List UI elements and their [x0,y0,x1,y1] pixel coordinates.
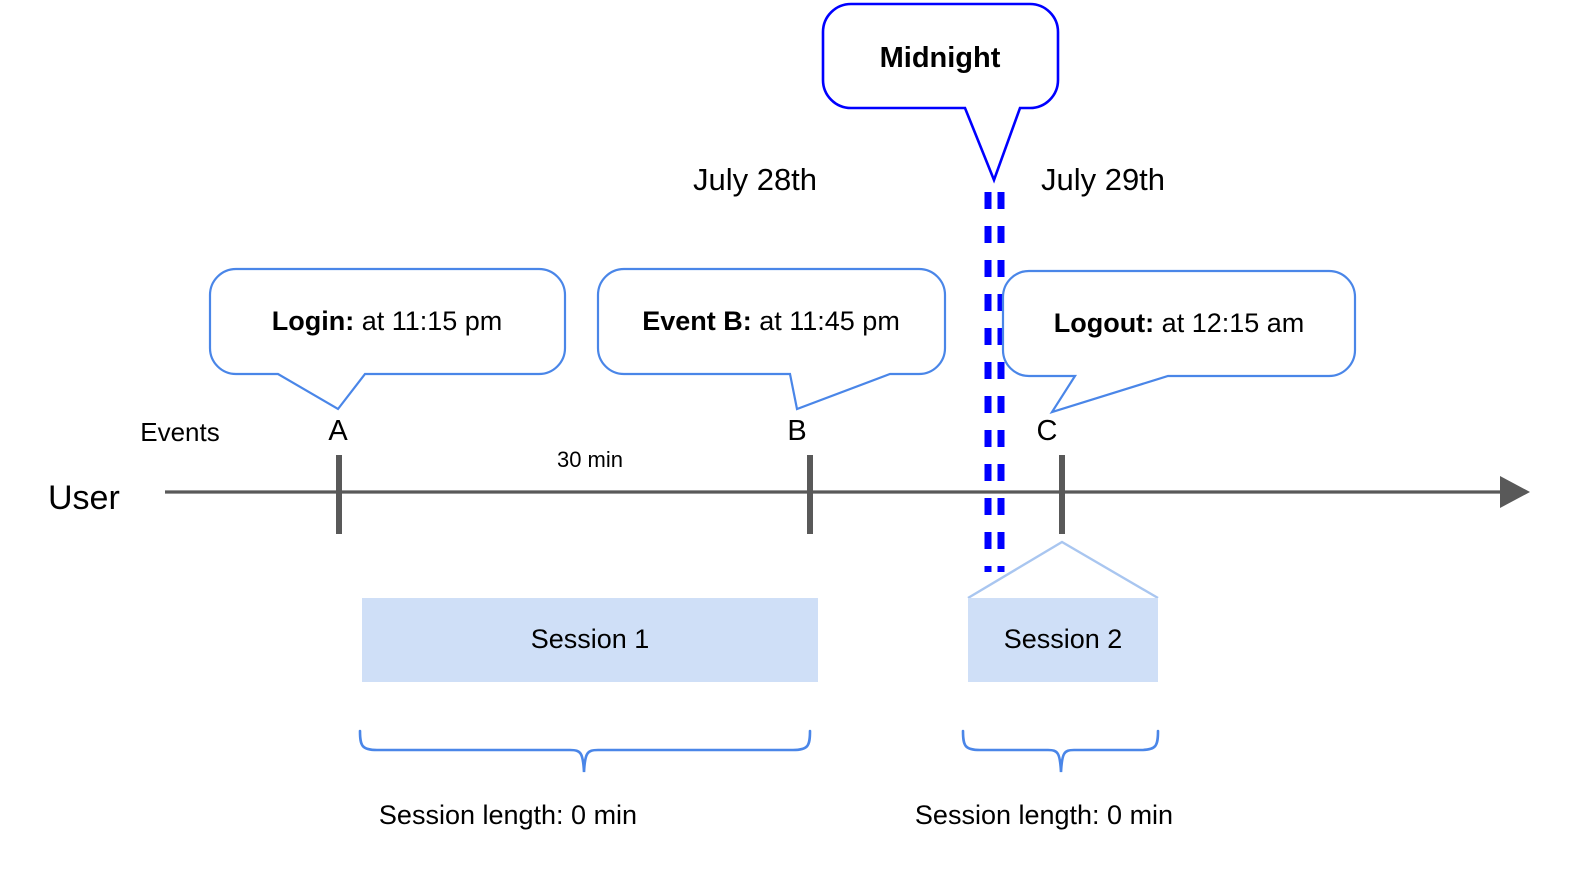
session-length-label-1: Session length: 0 min [378,800,638,830]
event-letter-b: B [787,415,807,447]
timeline-arrowhead-icon [1500,476,1530,508]
event-letter-a: A [328,415,348,447]
callout-eventb-bold: Event B: [642,306,752,336]
midnight-label: Midnight [879,42,1001,74]
session2-connector [967,540,1159,600]
callout-login-bold: Login: [271,306,355,336]
events-row-label: Events [140,417,220,447]
session2-brace-path [961,729,1160,773]
callout-eventb-rest: at 11:45 pm [751,306,900,336]
session-length-label-2: Session length: 0 min [914,800,1174,830]
session-label-1: Session 1 [530,624,650,654]
session2-brace [961,729,1160,773]
session2-connector-path [967,540,1159,600]
midnight-bubble-path [821,2,1060,184]
callout-login-shape [208,267,567,411]
callout-eventb-text: Event B: at 11:45 pm [642,308,900,335]
callout-logout-shape [1001,269,1357,414]
midnight-callout-shape [821,2,1060,184]
callout-login-path [208,267,567,411]
callout-logout-rest: at 12:15 am [1154,308,1305,338]
callout-eventb-path [596,267,947,411]
session1-brace [358,729,812,773]
callout-login-rest: at 11:15 pm [354,306,503,336]
interval-label-30min: 30 min [556,447,624,472]
timeline-axis [165,455,1530,534]
session-bar-2[interactable] [968,598,1158,682]
session-bar-1[interactable] [362,598,818,682]
date-label-july-29: July 29th [1040,162,1166,197]
callout-logout-text: Logout: at 12:15 am [1054,310,1305,337]
callout-logout-bold: Logout: [1053,308,1155,338]
callout-logout-path [1001,269,1357,414]
event-letter-c: C [1036,415,1058,447]
callout-login-text: Login: at 11:15 pm [272,308,503,335]
date-label-july-28: July 28th [692,162,818,197]
session-label-2: Session 2 [1003,624,1123,654]
user-row-label: User [48,479,120,517]
midnight-dashed-lines [984,192,1005,572]
session1-brace-path [358,729,812,773]
callout-eventb-shape [596,267,947,411]
